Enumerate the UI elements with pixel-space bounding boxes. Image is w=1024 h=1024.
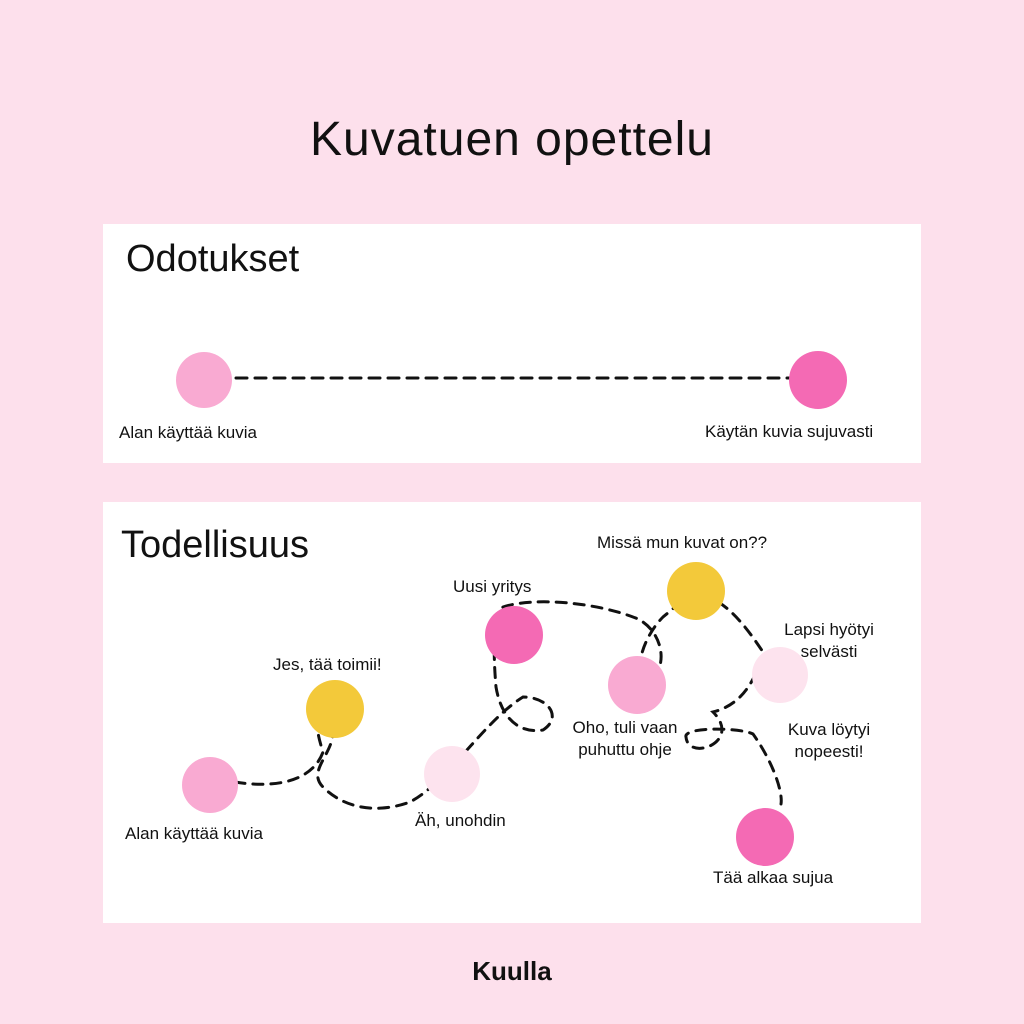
step-label-jes: Jes, tää toimii!: [273, 655, 382, 674]
step-label-sujua: Tää alkaa sujua: [713, 868, 834, 887]
reality-diagram: [182, 562, 808, 866]
expectations-diagram: [176, 351, 847, 409]
expectation-start-label: Alan käyttää kuvia: [119, 423, 257, 442]
page-title: Kuvatuen opettelu: [310, 113, 714, 166]
expectations-heading: Odotukset: [126, 238, 300, 280]
expectation-end-label: Käytän kuvia sujuvasti: [705, 422, 874, 441]
expectation-start-dot: [176, 352, 232, 408]
step-dot-start: [182, 757, 238, 813]
step-dot-lapsi: [752, 647, 808, 703]
step-label-uusi-yritys: Uusi yritys: [453, 577, 532, 596]
step-label-kuva: Kuva löytyi nopeesti!: [787, 720, 871, 761]
step-dot-uusi-yritys: [485, 606, 543, 664]
step-label-lapsi: Lapsi hyötyi selvästi: [784, 620, 874, 661]
step-dot-unohdin: [424, 746, 480, 802]
reality-heading: Todellisuus: [121, 524, 309, 566]
step-label-unohdin: Äh, unohdin: [415, 811, 506, 830]
step-label-oho: Oho, tuli vaan puhuttu ohje: [572, 718, 678, 759]
reality-panel: Todellisuus Alan käyttää kuvia Jes, tää …: [103, 502, 921, 923]
expectation-end-dot: [789, 351, 847, 409]
step-dot-jes: [306, 680, 364, 738]
brand-logo: Kuulla: [472, 956, 552, 986]
step-dot-missa: [667, 562, 725, 620]
step-dot-sujua: [736, 808, 794, 866]
step-label-missa: Missä mun kuvat on??: [597, 533, 768, 552]
step-label-start: Alan käyttää kuvia: [125, 824, 263, 843]
step-dot-oho: [608, 656, 666, 714]
reality-path: [233, 590, 783, 810]
expectations-panel: Odotukset Alan käyttää kuvia Käytän kuvi…: [103, 224, 921, 463]
